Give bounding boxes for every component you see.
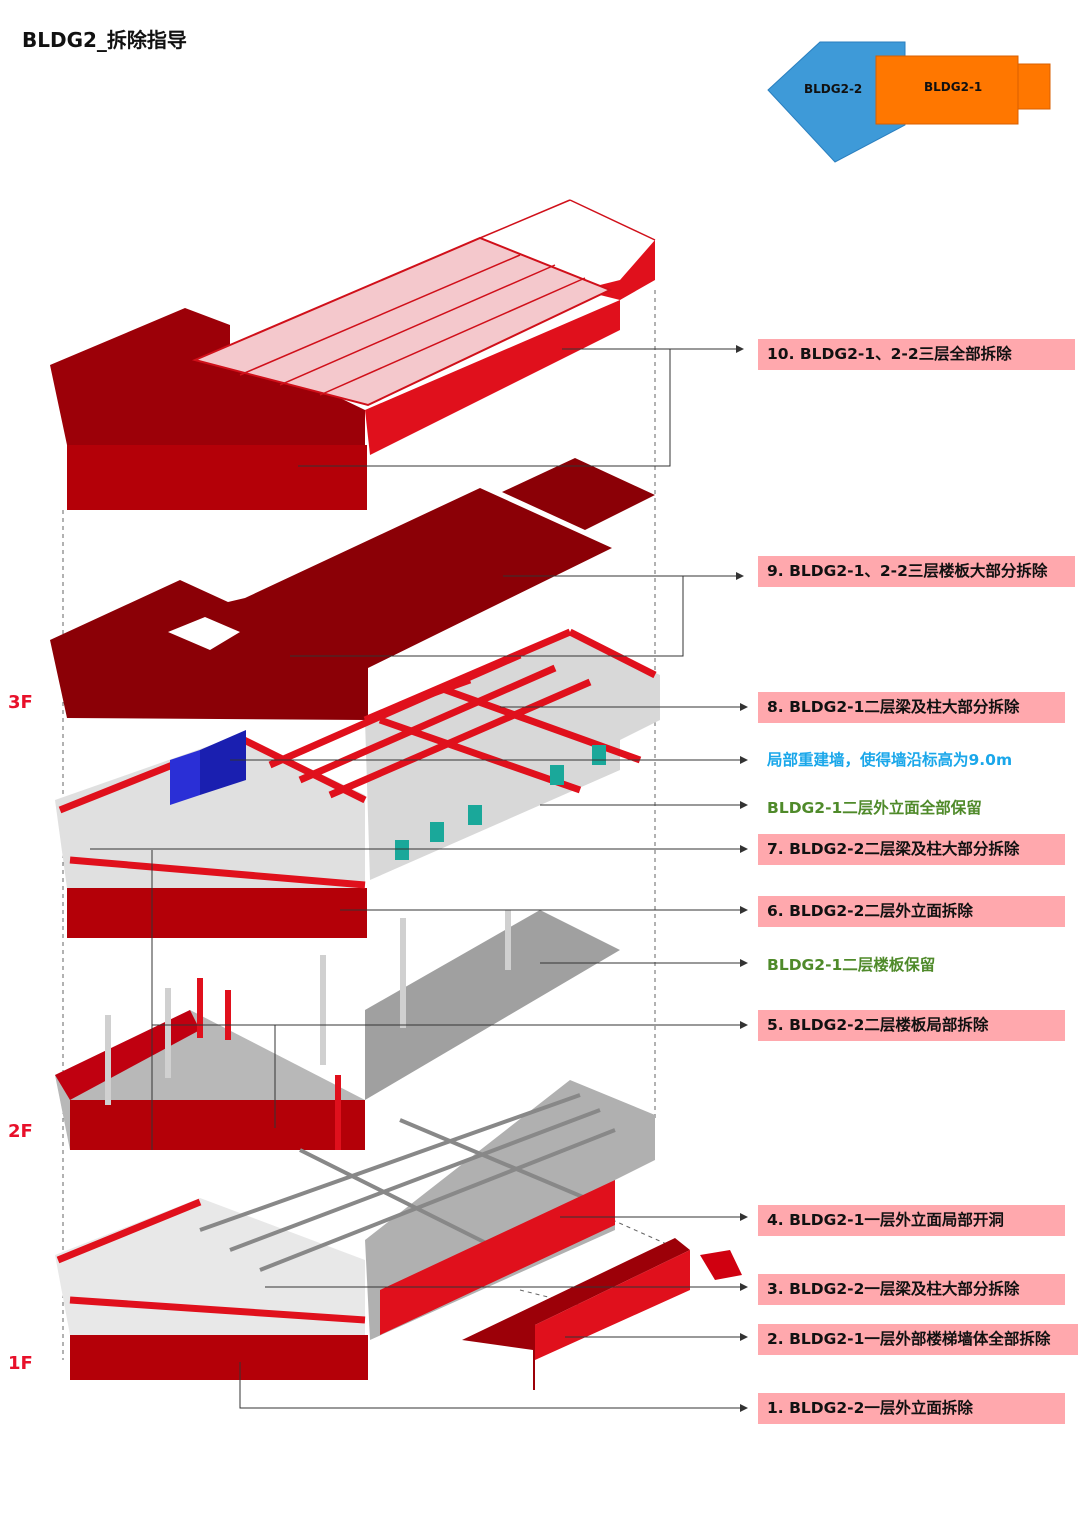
level-2f-frame	[55, 628, 660, 938]
level-2f-slab	[55, 910, 620, 1150]
level-1f	[55, 1080, 742, 1390]
step-7-label: 7. BLDG2-2二层梁及柱大部分拆除	[758, 834, 1065, 865]
bldg2-1-block	[875, 55, 1019, 125]
step-5-label: 5. BLDG2-2二层楼板局部拆除	[758, 1010, 1065, 1041]
floor-label-1f: 1F	[8, 1353, 33, 1374]
bldg2-1-annex	[1017, 63, 1051, 110]
leader-lines	[90, 348, 740, 1409]
step-8-label: 8. BLDG2-1二层梁及柱大部分拆除	[758, 692, 1065, 723]
floor-label-2f: 2F	[8, 1121, 33, 1142]
floor-label-3f: 3F	[8, 692, 33, 713]
key-label-bldg2-2: BLDG2-2	[804, 82, 863, 96]
step-4-label: 4. BLDG2-1一层外立面局部开洞	[758, 1205, 1065, 1236]
step-1-label: 1. BLDG2-2一层外立面拆除	[758, 1393, 1065, 1424]
level-3f-roof	[50, 199, 656, 510]
page-title: BLDG2_拆除指导	[22, 28, 187, 52]
step-2-label: 2. BLDG2-1一层外部楼梯墙体全部拆除	[758, 1324, 1078, 1355]
slab-retain-note: BLDG2-1二层楼板保留	[767, 956, 936, 974]
step-9-label: 9. BLDG2-1、2-2三层楼板大部分拆除	[758, 556, 1075, 587]
rebuild-wall-note: 局部重建墙，使得墙沿标高为9.0m	[767, 751, 1013, 769]
step-10-label: 10. BLDG2-1、2-2三层全部拆除	[758, 339, 1075, 370]
facade-retain-note: BLDG2-1二层外立面全部保留	[767, 799, 982, 817]
step-3-label: 3. BLDG2-2一层梁及柱大部分拆除	[758, 1274, 1065, 1305]
arrowheads	[736, 345, 748, 1412]
level-3f-slab	[50, 458, 655, 720]
key-label-bldg2-1: BLDG2-1	[924, 80, 983, 94]
step-6-label: 6. BLDG2-2二层外立面拆除	[758, 896, 1065, 927]
building-key-diagram	[767, 41, 1051, 163]
